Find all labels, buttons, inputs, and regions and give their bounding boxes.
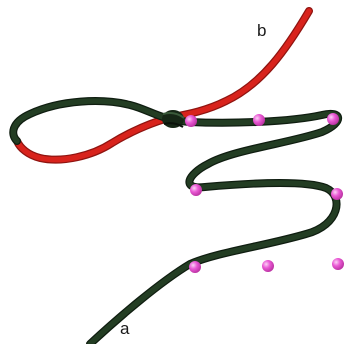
loose-bead <box>332 258 344 270</box>
bead <box>331 188 343 200</box>
end-b-label: b <box>257 22 266 39</box>
bead <box>190 184 202 196</box>
bead <box>189 261 201 273</box>
bead <box>327 113 339 125</box>
beads <box>185 113 344 273</box>
end-a-label: a <box>120 320 129 337</box>
bead <box>185 115 197 127</box>
dark-strand <box>13 101 338 344</box>
loose-bead <box>262 260 274 272</box>
bead <box>253 114 265 126</box>
knot <box>162 110 184 128</box>
